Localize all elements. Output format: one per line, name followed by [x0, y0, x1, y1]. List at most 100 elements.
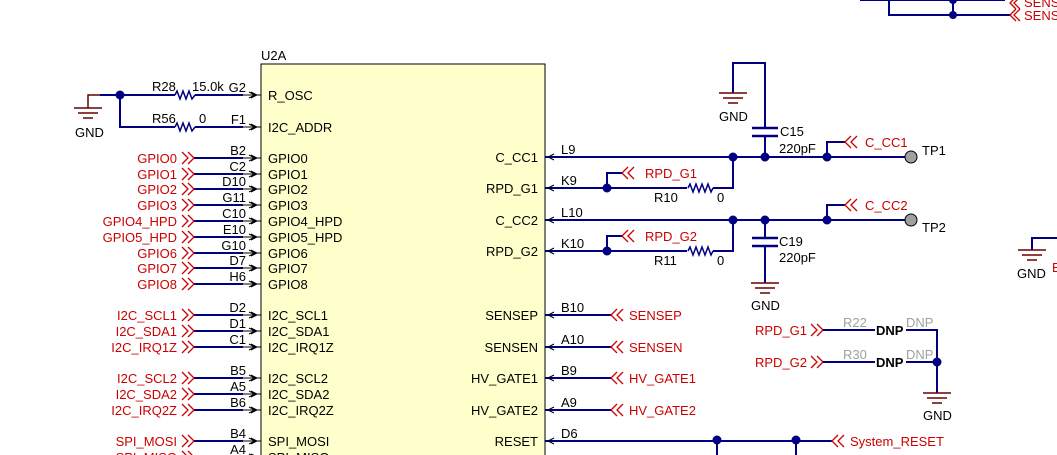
- tp2-label: TP2: [922, 220, 946, 235]
- pin-number-label: D6: [561, 426, 578, 441]
- pin-number-label: K10: [561, 236, 584, 251]
- rosc-addr-circuit: R28 15.0k R56 0 GND: [74, 79, 243, 140]
- pin-name-label: I2C_IRQ1Z: [268, 340, 334, 355]
- chip-reference: U2A: [261, 48, 287, 63]
- pin-number-label: B5: [230, 363, 246, 378]
- pin-direction-icon: [248, 233, 259, 241]
- pin-direction-icon: [546, 311, 555, 319]
- ground-icon: [751, 282, 779, 294]
- ground-icon: [74, 94, 102, 119]
- net-arrow-icon: [181, 277, 195, 291]
- r22-dnp-marker: DNP: [876, 323, 904, 338]
- pin-name-label: C_CC2: [495, 213, 538, 228]
- c19-ref: C19: [779, 234, 803, 249]
- net-flag-gpio6: GPIO6: [137, 246, 243, 261]
- pin-direction-icon: [248, 327, 259, 335]
- net-label: GPIO2: [137, 182, 177, 197]
- net-arrow-icon: [181, 246, 195, 260]
- pin-direction-icon: [248, 406, 259, 414]
- net-label: GPIO5_HPD: [103, 230, 177, 245]
- net-arrow-icon: [181, 308, 195, 322]
- pin-direction-icon: [248, 123, 259, 131]
- pin-name-label: I2C_SDA1: [268, 324, 329, 339]
- top-right-partial-net: SENS SENS: [860, 0, 1057, 23]
- gnd-label-c15: GND: [719, 109, 748, 124]
- pin-number-label: B10: [561, 300, 584, 315]
- ground-icon: [923, 392, 951, 404]
- gnd-label-c19: GND: [751, 298, 780, 313]
- net-arrow-icon: [181, 434, 195, 448]
- left-pin-group: R_OSCG2I2C_ADDRF1GPIO0B2GPIO1C2GPIO2D10G…: [221, 80, 342, 455]
- net-flag-sensen: SENSEN: [560, 340, 682, 355]
- net-arrow-icon: [610, 371, 624, 385]
- net-arrow-icon: [181, 371, 195, 385]
- pin-name-label: I2C_SCL1: [268, 308, 328, 323]
- net-label: I2C_SCL2: [117, 371, 177, 386]
- net-label: GPIO3: [137, 198, 177, 213]
- pin-name-label: GPIO4_HPD: [268, 214, 342, 229]
- r22-ref: R22: [843, 315, 867, 330]
- pin-name-label: HV_GATE2: [471, 403, 538, 418]
- pin-name-label: GPIO8: [268, 277, 308, 292]
- net-label: I2C_SCL1: [117, 308, 177, 323]
- pin-number-label: G11: [222, 190, 246, 205]
- pin-number-label: C2: [229, 159, 246, 174]
- pin-number-label: B9: [561, 363, 577, 378]
- net-label: SENSEN: [629, 340, 682, 355]
- reset-junctions: [712, 435, 801, 455]
- net-arrow-icon: [181, 230, 195, 244]
- pin-direction-icon: [248, 170, 259, 178]
- pin-number-label: C10: [222, 206, 246, 221]
- pin-direction-icon: [248, 201, 259, 209]
- cc1-flag-label: C_CC1: [865, 135, 908, 150]
- r56-resistor-icon: [174, 120, 196, 134]
- net-label: SENSEP: [629, 308, 682, 323]
- net-flag-spi-miso: SPI_MISO: [116, 450, 193, 455]
- pin-name-label: HV_GATE1: [471, 371, 538, 386]
- pin-direction-icon: [248, 280, 259, 288]
- r28-resistor-icon: [174, 88, 196, 102]
- net-label: GPIO4_HPD: [103, 214, 177, 229]
- gnd-label-edge: GND: [1017, 266, 1046, 281]
- pin-number-label: D1: [229, 316, 246, 331]
- pin-direction-icon: [546, 247, 555, 255]
- gnd-label-dnp: GND: [923, 408, 952, 423]
- net-label: SPI_MISO: [116, 450, 177, 455]
- r30-dnp-marker: DNP: [876, 355, 904, 370]
- net-flag-gpio2: GPIO2: [137, 182, 243, 197]
- pin-direction-icon: [546, 437, 555, 445]
- chip-pin-gpio4-hpd: GPIO4_HPD C10: [222, 206, 342, 229]
- net-flag-gpio5-hpd: GPIO5_HPD: [103, 230, 243, 245]
- net-arrow-icon: [181, 261, 195, 275]
- net-flag-sensep: SENSEP: [560, 308, 682, 323]
- chip-pin-reset: RESET D6: [495, 426, 578, 449]
- pin-name-label: RESET: [495, 434, 538, 449]
- tp1-label: TP1: [922, 143, 946, 158]
- pin-number-label: A4: [230, 442, 246, 455]
- net-arrow-icon: [181, 167, 195, 181]
- pin-name-label: I2C_IRQ2Z: [268, 403, 334, 418]
- right-pin-group: C_CC1L9RPD_G1K9C_CC2L10RPD_G2K10SENSEPB1…: [471, 142, 584, 449]
- ground-icon: [719, 92, 747, 104]
- r22-value: DNP: [906, 315, 933, 330]
- pin-name-label: SENSEP: [485, 308, 538, 323]
- pin-number-label: G2: [229, 80, 246, 95]
- pin-number-label: B2: [230, 143, 246, 158]
- rpd-g1-dnp-label: RPD_G1: [755, 323, 807, 338]
- pin-direction-icon: [248, 437, 259, 445]
- net-arrow-icon: [181, 403, 195, 417]
- net-arrow-icon: [610, 308, 624, 322]
- pin-direction-icon: [248, 185, 259, 193]
- pin-name-label: C_CC1: [495, 150, 538, 165]
- pin-direction-icon: [248, 154, 259, 162]
- net-label: System_RESET: [850, 434, 944, 449]
- cc2-flag-label: C_CC2: [865, 198, 908, 213]
